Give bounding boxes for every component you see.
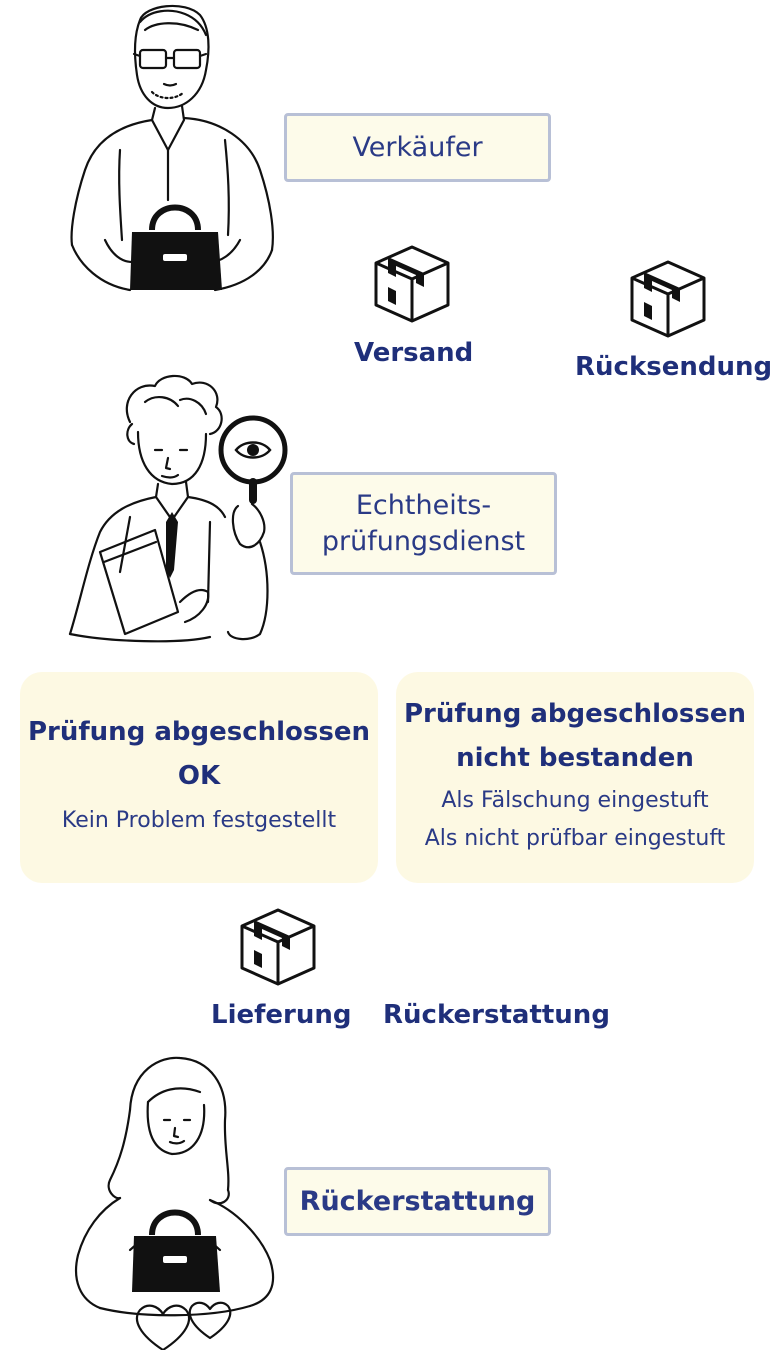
- package-icon: [240, 908, 316, 986]
- ok-note: Kein Problem festgestellt: [61, 808, 337, 833]
- ok-title-line1: Prüfung abgeschlossen: [27, 717, 371, 747]
- buyer-label: Rückerstattung: [299, 1185, 536, 1217]
- buyer-label-box: Rückerstattung: [284, 1167, 551, 1236]
- failed-title-line2: nicht bestanden: [456, 743, 694, 773]
- package-icon: [374, 245, 450, 323]
- failed-title-line1: Prüfung abgeschlossen: [403, 699, 747, 729]
- buyer-illustration: [74, 1056, 275, 1350]
- seller-label-box: Verkäufer: [284, 113, 551, 182]
- failed-note-line2: Als nicht prüfbar eingestuft: [424, 826, 726, 851]
- authenticator-label-box: Echtheits- prüfungsdienst: [290, 472, 557, 575]
- authenticator-label-line1: Echtheits-: [355, 490, 492, 522]
- authenticator-illustration: [68, 374, 288, 643]
- ship-label: Versand: [354, 338, 474, 368]
- result-card-failed: Prüfung abgeschlossen nicht bestanden Al…: [396, 672, 754, 883]
- refund-step-label: Rückerstattung: [383, 1000, 610, 1030]
- authenticator-label-line2: prüfungsdienst: [321, 525, 526, 557]
- package-icon: [630, 260, 706, 338]
- seller-label: Verkäufer: [352, 131, 483, 163]
- ok-title-line2: OK: [177, 761, 221, 791]
- return-label: Rücksendung: [575, 352, 773, 382]
- seller-illustration: [70, 4, 274, 292]
- result-card-ok: Prüfung abgeschlossen OK Kein Problem fe…: [20, 672, 378, 883]
- failed-note-line1: Als Fälschung eingestuft: [441, 788, 709, 813]
- delivery-label: Lieferung: [211, 1000, 352, 1030]
